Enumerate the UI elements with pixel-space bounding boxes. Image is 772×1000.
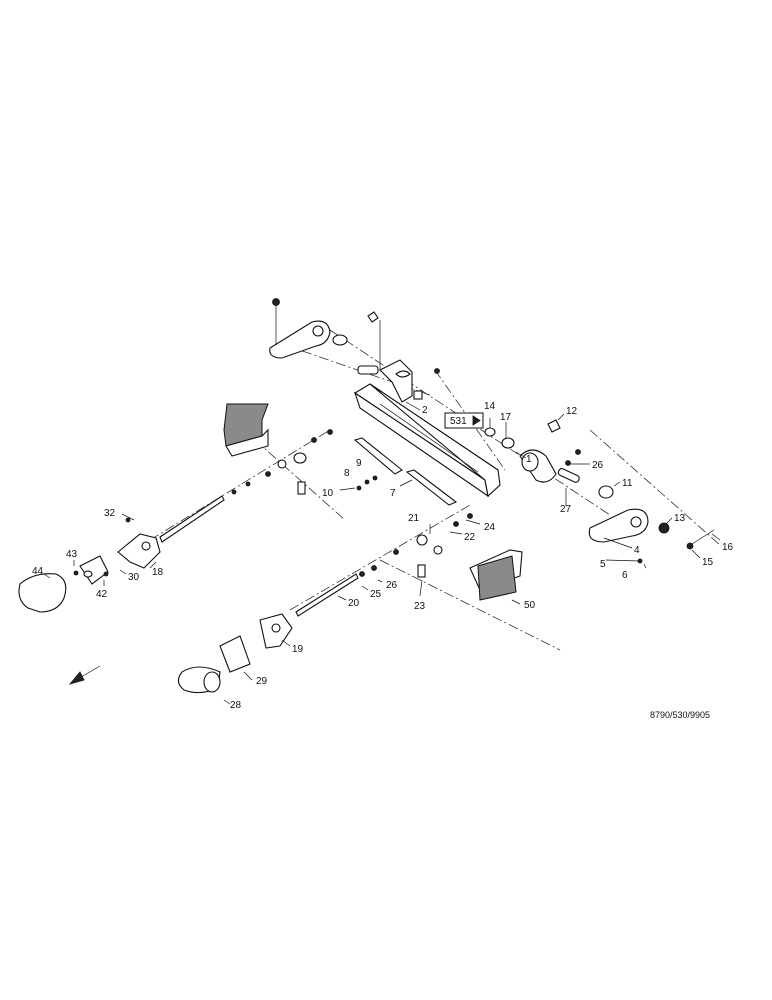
callout-30: 30 [128,572,140,583]
weight-upper [223,403,269,457]
weight-lower [469,549,523,601]
blades [353,437,458,506]
main-beam [353,383,501,498]
callout-23: 23 [414,601,426,612]
callout-25: 25 [370,589,382,600]
callout-labels: 1 2 4 5 6 7 8 9 10 11 12 13 14 15 16 17 … [32,401,734,711]
callout-2: 2 [422,405,428,416]
lower-right-arm [588,508,715,564]
upper-shaft-assembly [18,429,333,613]
right-hub-assembly [484,419,614,499]
callout-leaders [43,401,721,705]
callout-22: 22 [464,532,476,543]
callout-24: 24 [484,522,496,533]
callout-21: 21 [408,513,420,524]
callout-8: 8 [344,468,350,479]
callout-16: 16 [722,542,734,553]
callout-9: 9 [356,458,362,469]
callout-13: 13 [674,513,686,524]
callout-26-upper: 26 [592,460,604,471]
callout-17: 17 [500,412,512,423]
reference-box: 531 [444,412,484,429]
callout-4: 4 [634,545,640,556]
lower-shaft-assembly [177,513,473,694]
callout-28: 28 [230,700,242,711]
callout-32: 32 [104,508,116,519]
callout-29: 29 [256,676,268,687]
drawing-number: 8790/530/9905 [650,710,710,720]
callout-42: 42 [96,589,108,600]
callout-12: 12 [566,406,578,417]
callout-19: 19 [292,644,304,655]
callout-14: 14 [484,401,496,412]
callout-1: 1 [526,454,532,465]
callout-15: 15 [702,557,714,568]
callout-20: 20 [348,598,360,609]
callout-11: 11 [622,478,633,489]
callout-5: 5 [600,559,606,570]
svg-text:531: 531 [450,416,467,427]
callout-43: 43 [66,549,78,560]
callout-27: 27 [560,504,572,515]
spring-bracket [357,320,440,403]
callout-18: 18 [152,567,164,578]
direction-arrow-icon [68,665,101,685]
callout-10: 10 [322,488,334,499]
callout-26-lower: 26 [386,580,398,591]
callout-7: 7 [390,488,396,499]
callout-6: 6 [622,570,628,581]
callout-50: 50 [524,600,536,611]
upper-left-arm [269,298,379,359]
callout-44: 44 [32,566,44,577]
